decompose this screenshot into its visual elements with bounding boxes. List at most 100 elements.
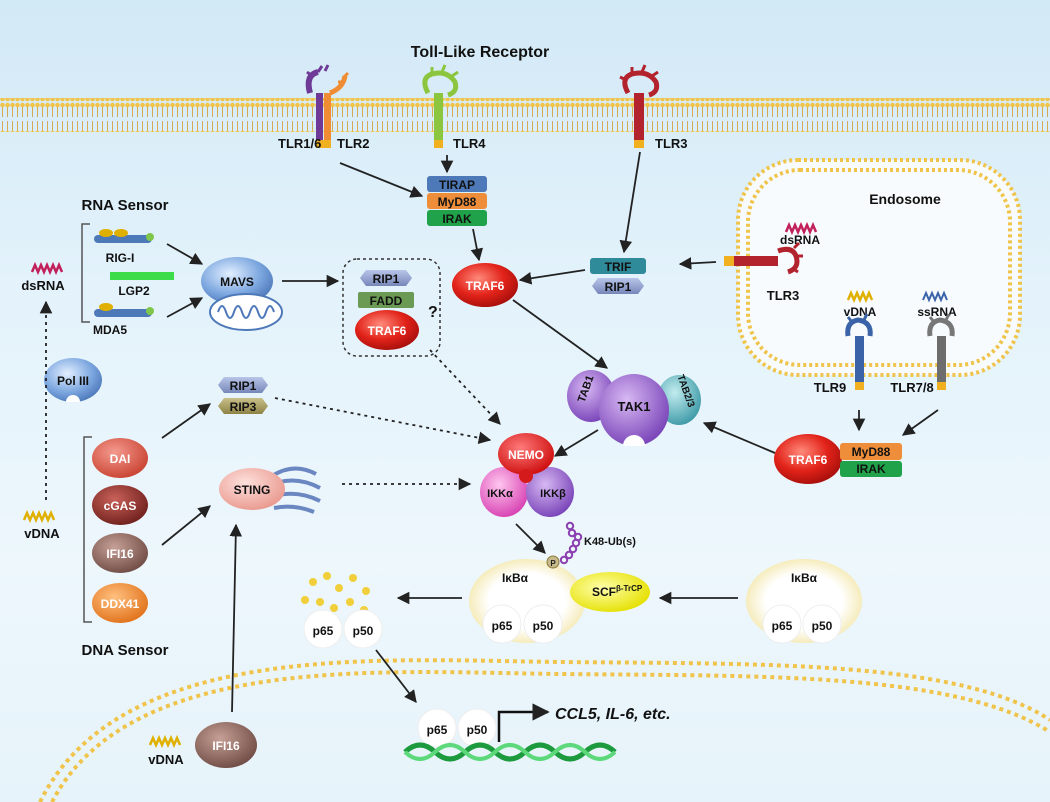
ikba-p50-label: p50 — [533, 619, 554, 633]
endo-traf6-label: TRAF6 — [789, 453, 828, 467]
nuclear-p65-label: p65 — [427, 723, 448, 737]
free-p65-label: p65 — [313, 624, 334, 638]
dotted-arrows — [39, 300, 501, 500]
mda5-label: MDA5 — [93, 323, 127, 337]
ripo-rip1-shape — [360, 270, 412, 286]
rip3-shape — [218, 398, 268, 414]
diagram-title: Toll-Like Receptor — [411, 44, 549, 61]
rig-i-label: RIG-I — [106, 251, 135, 265]
nuclear-p65-node — [417, 708, 457, 748]
tlr9-label: TLR9 — [814, 380, 847, 395]
tlr3-receptor — [619, 64, 660, 148]
endosome-ssrna-icon — [922, 290, 948, 303]
trif-complex — [590, 258, 646, 294]
rip3-label: RIP3 — [230, 400, 257, 414]
arrow-mda5-mavs — [166, 297, 204, 318]
tlr2-receptor — [305, 64, 350, 148]
sting-node — [219, 468, 285, 510]
ifi16-label: IFI16 — [106, 547, 134, 561]
ubiquitin-chain-icon — [559, 521, 583, 565]
tirap-label: TIRAP — [439, 178, 475, 192]
dai-label: DAI — [110, 452, 131, 466]
tlr78-receptor — [927, 313, 955, 390]
nuclear-vdna-label: vDNA — [148, 752, 184, 767]
endosome-ssrna-label: ssRNA — [917, 305, 957, 319]
arrow-rip-nemo — [274, 397, 492, 445]
arrow-dai-rip — [161, 403, 212, 439]
scf-sup-text: β-TrCP — [616, 584, 643, 593]
vdna-label: vDNA — [24, 526, 60, 541]
free-p50-node — [343, 609, 383, 649]
phospho-icon — [546, 555, 560, 569]
tlr78-label: TLR7/8 — [890, 380, 933, 395]
endo-irak-label: IRAK — [856, 462, 886, 476]
rna-sensor-title: RNA Sensor — [82, 197, 169, 214]
arrow-traf6-tab — [702, 421, 776, 454]
mda5-shape — [94, 303, 154, 317]
ddx41-label: DDX41 — [101, 597, 140, 611]
ddx41-node — [92, 583, 148, 623]
nuclear-p50-label: p50 — [467, 723, 488, 737]
ripoptosome-box — [342, 258, 441, 357]
lgp2-shape — [110, 272, 174, 280]
traf6-label: TRAF6 — [466, 279, 505, 293]
rip1-label: RIP1 — [230, 379, 257, 393]
dna-sensor-bracket — [83, 436, 92, 623]
pol3-label: Pol III — [57, 374, 89, 388]
scf-label: SCFβ-TrCP — [592, 584, 643, 599]
ripo-rip1-label: RIP1 — [373, 272, 400, 286]
endosome-tlr3-receptor — [724, 241, 803, 275]
nuclear-ifi16-node — [195, 722, 257, 768]
scf-base-text: SCF — [592, 585, 616, 599]
ripo-traf6-label: TRAF6 — [368, 324, 407, 338]
tlr4-receptor — [422, 64, 459, 148]
arrow-ikk-ikba — [515, 523, 546, 554]
ikkb-label: IKKβ — [540, 488, 566, 500]
arrow-traf6-tak — [512, 299, 609, 369]
cgas-label: cGAS — [104, 499, 137, 513]
tak1-node — [599, 374, 669, 446]
arrow-ifi16-sting — [161, 505, 211, 546]
ikka-label: IKKα — [487, 488, 513, 500]
endo-traf6-node — [774, 434, 842, 484]
arrow-tak-nemo — [553, 429, 599, 457]
nuclear-ifi16-label: IFI16 — [212, 739, 240, 753]
endo-irak-box — [840, 461, 902, 477]
arrow-endotlr3-trif — [678, 257, 717, 270]
k48-label: K48-Ub(s) — [584, 536, 636, 548]
arrow-tlr2-myd88 — [339, 162, 424, 198]
mavs-node — [201, 257, 273, 305]
scf-node — [570, 572, 650, 612]
myd88-complex — [427, 176, 487, 226]
irak-label: IRAK — [442, 212, 472, 226]
arrow-rigi-mavs — [166, 243, 204, 265]
rna-sensor-bracket — [81, 223, 90, 323]
question-mark: ? — [428, 304, 438, 321]
arrow-nuclear-ifi16-sting — [229, 523, 243, 713]
dai-node — [92, 438, 148, 478]
trif-rip1-label: RIP1 — [605, 280, 632, 294]
mitochondrion-icon — [209, 293, 283, 331]
nuclear-envelope — [38, 658, 1050, 802]
degradation-fragments-icon — [301, 572, 370, 614]
ikkb-node — [526, 467, 574, 517]
endosome-dsrna-label: dsRNA — [780, 233, 820, 247]
myd88-label: MyD88 — [438, 195, 477, 209]
arrow-irak-traf6 — [470, 228, 484, 262]
arrow-tlr3-trif — [619, 151, 641, 254]
mavs-label: MAVS — [220, 275, 254, 289]
trif-label: TRIF — [605, 260, 632, 274]
nemo-node — [498, 433, 554, 475]
pol3-node — [44, 358, 102, 402]
rig-i-shape — [94, 229, 154, 243]
endosome-dsrna-icon — [784, 221, 818, 236]
endosome-tlr3-label: TLR3 — [767, 288, 800, 303]
endosome-vdna-icon — [846, 289, 874, 304]
free-p65-node — [303, 609, 343, 649]
ikba-label: IκBα — [502, 571, 529, 585]
tlr9-receptor — [845, 313, 873, 390]
endosome-label: Endosome — [869, 191, 941, 207]
tak1-label: TAK1 — [618, 399, 651, 414]
